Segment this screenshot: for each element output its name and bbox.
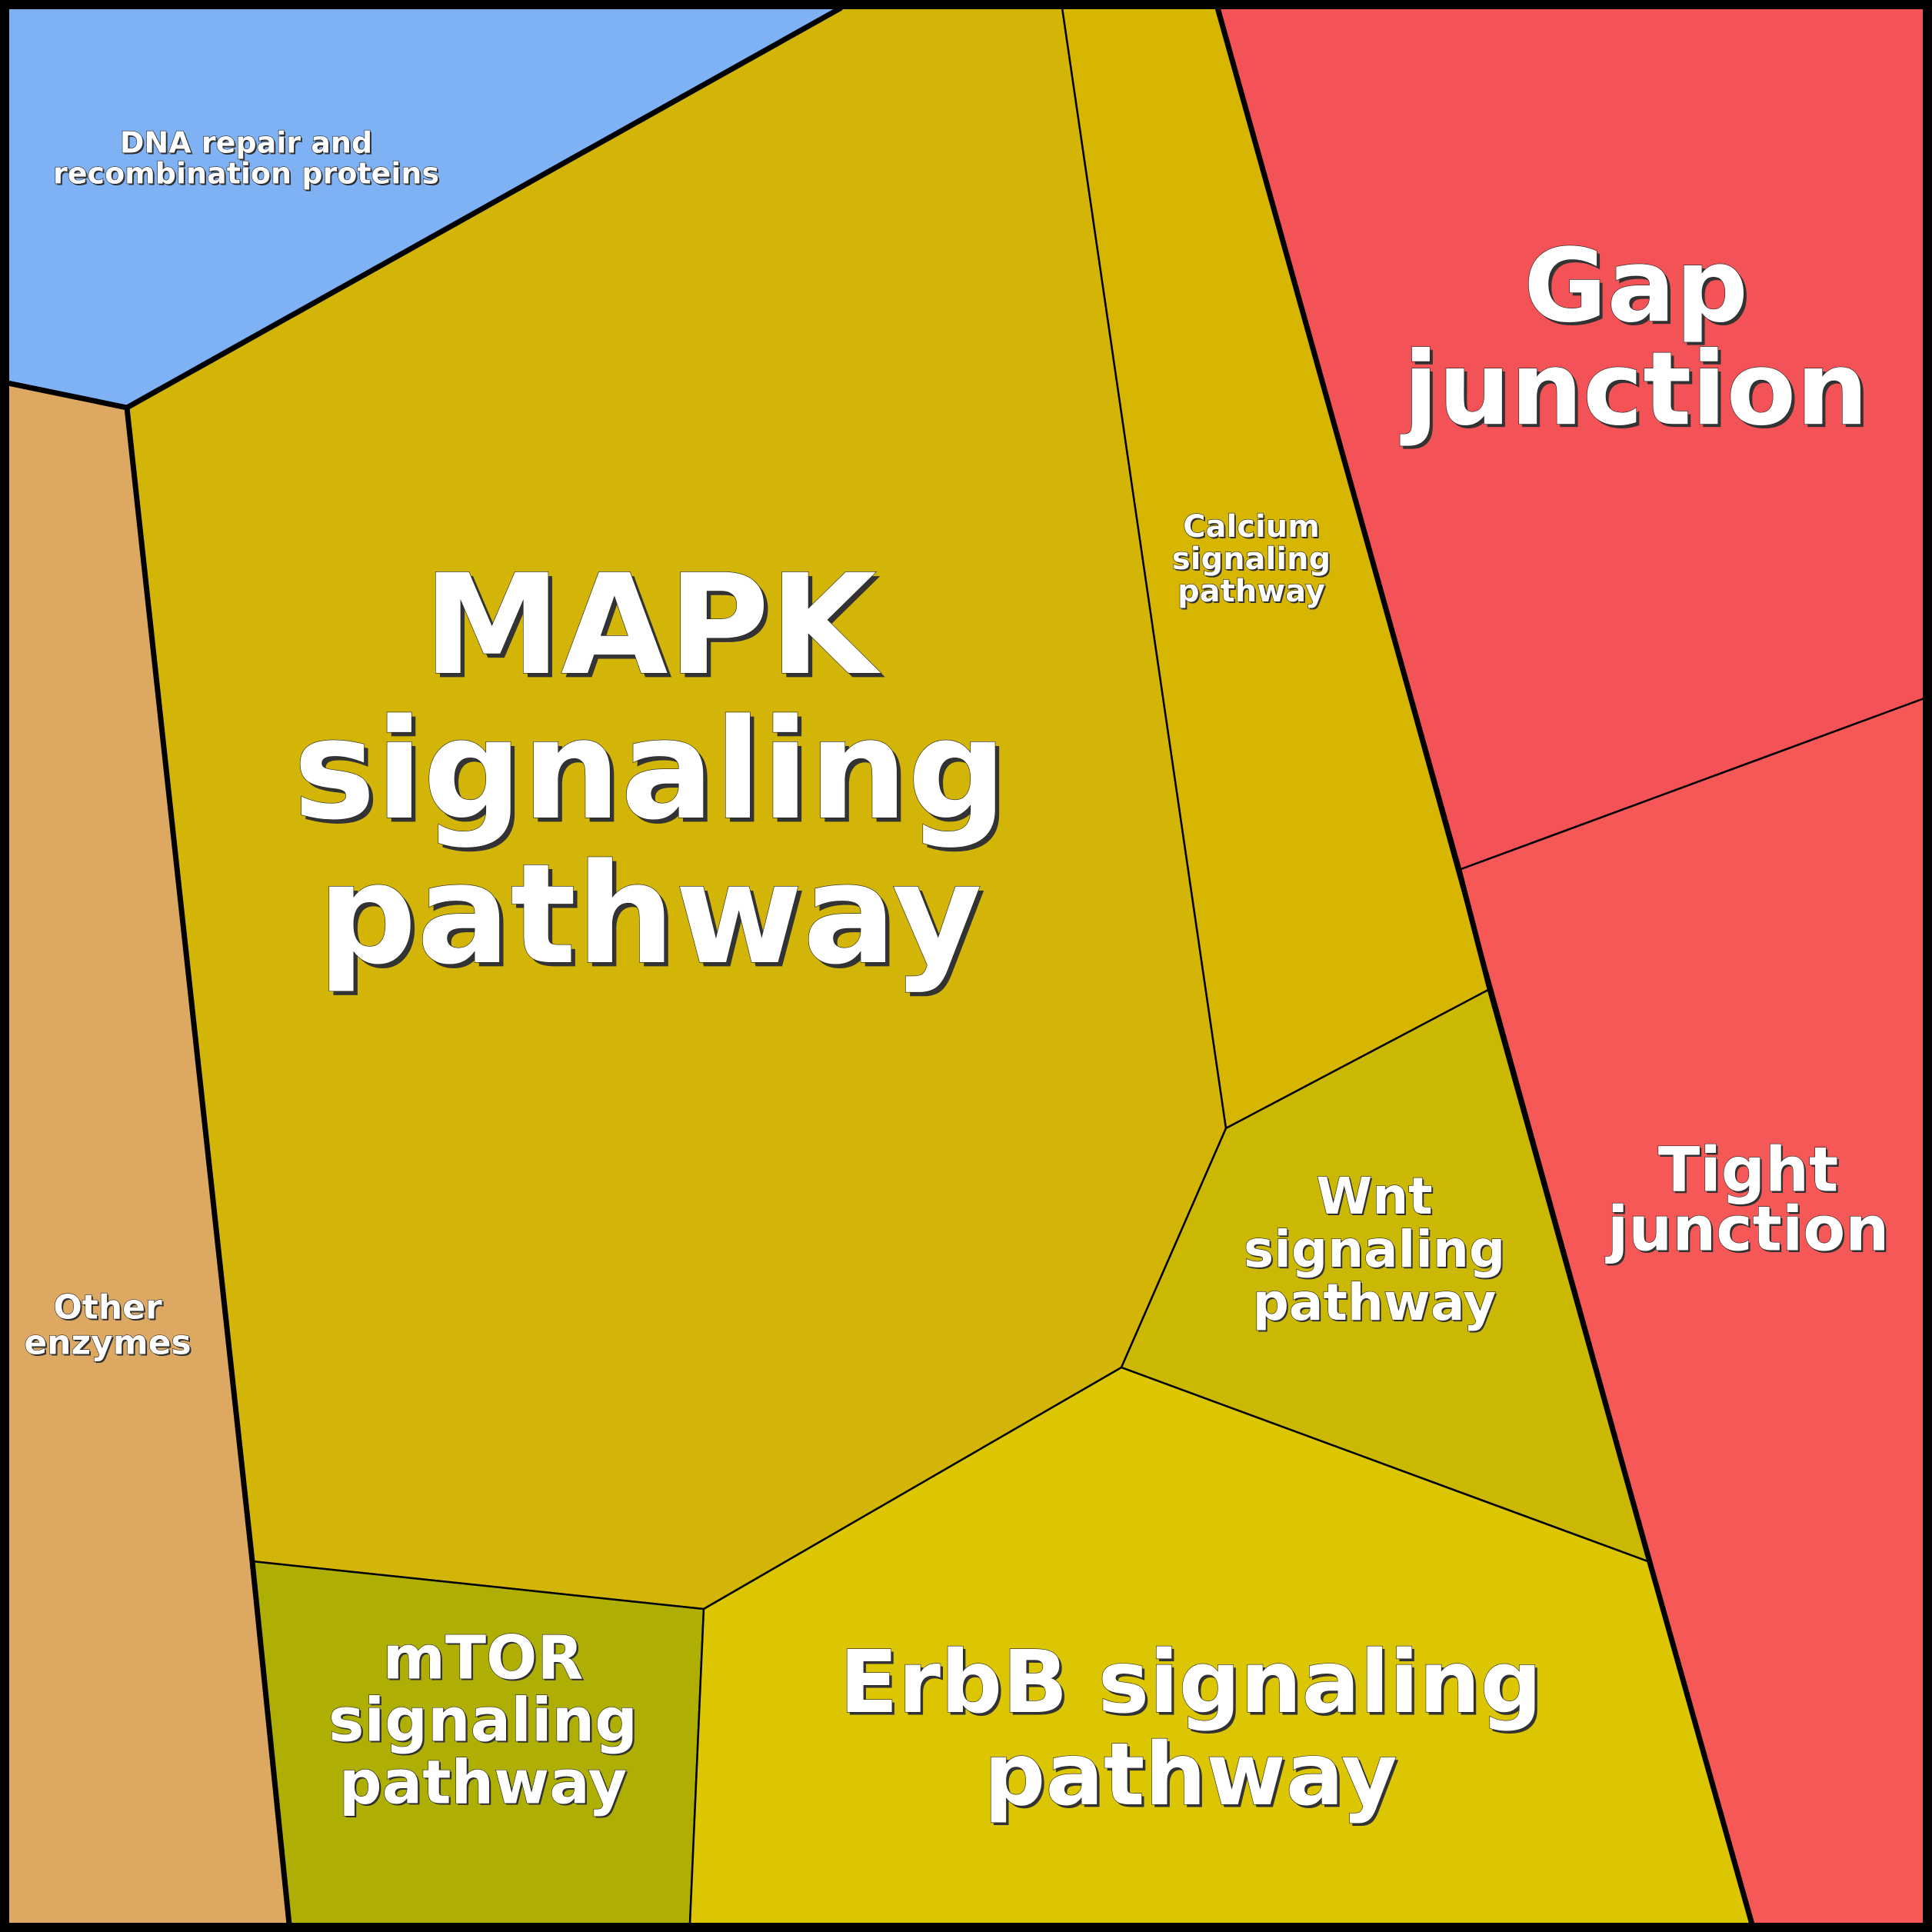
label-line: ErbB signaling (839, 1633, 1542, 1733)
label-line: junction (1400, 330, 1868, 448)
label-shadow-line: pathway (1254, 1274, 1498, 1334)
label-shadow-line: recombination proteins (55, 158, 441, 192)
label-shadow-line: signaling (1174, 543, 1332, 578)
label-shadow-line: junction (1607, 1195, 1890, 1267)
label-line: pathway (318, 834, 982, 995)
label-line: Calcium (1183, 509, 1320, 545)
label-shadow-line: signaling (330, 1688, 639, 1757)
label-shadow-line: pathway (1179, 575, 1327, 611)
label-line: pathway (1178, 574, 1325, 609)
label-line: pathway (339, 1748, 627, 1817)
label-line: Tight (1658, 1134, 1838, 1206)
label-line: Wnt (1316, 1167, 1432, 1226)
label-shadow-line: signaling (298, 694, 1011, 854)
label-line: DNA repair and (120, 125, 372, 159)
label-shadow-line: Other (55, 1289, 164, 1328)
group-border (1214, 7, 1755, 1925)
label-shadow-line: junction (1403, 333, 1871, 451)
label-line: signaling (1172, 541, 1331, 577)
label-shadow-line: enzymes (25, 1324, 192, 1364)
label-shadow-line: DNA repair and (122, 127, 374, 161)
label-line: signaling (293, 690, 1007, 851)
label-line: Other (53, 1287, 162, 1327)
label-line: signaling (1244, 1220, 1505, 1279)
label-shadow-line: Calcium (1184, 511, 1321, 546)
label-line: Gap (1524, 227, 1748, 345)
label-shadow-line: signaling (1245, 1221, 1507, 1281)
label-shadow-line: MAPK (427, 549, 884, 710)
label-line: mTOR (383, 1624, 584, 1693)
label-shadow-line: pathway (987, 1728, 1401, 1828)
label-line: MAPK (423, 545, 881, 706)
label-shadow-line: Gap (1527, 230, 1751, 348)
label-shadow-line: Wnt (1317, 1168, 1434, 1227)
label-line: junction (1605, 1194, 1889, 1265)
label-line: signaling (328, 1686, 638, 1755)
label-shadow-line: pathway (341, 1750, 628, 1820)
label-shadow-line: Tight (1660, 1136, 1840, 1208)
label-line: enzymes (24, 1323, 191, 1362)
label-shadow-line: ErbB signaling (842, 1636, 1545, 1736)
label-line: pathway (984, 1725, 1397, 1825)
label-line: recombination proteins (53, 156, 439, 190)
label-shadow-line: pathway (321, 838, 986, 999)
group-border (124, 407, 292, 1925)
label-line: pathway (1253, 1273, 1497, 1332)
label-shadow-line: mTOR (385, 1626, 585, 1695)
